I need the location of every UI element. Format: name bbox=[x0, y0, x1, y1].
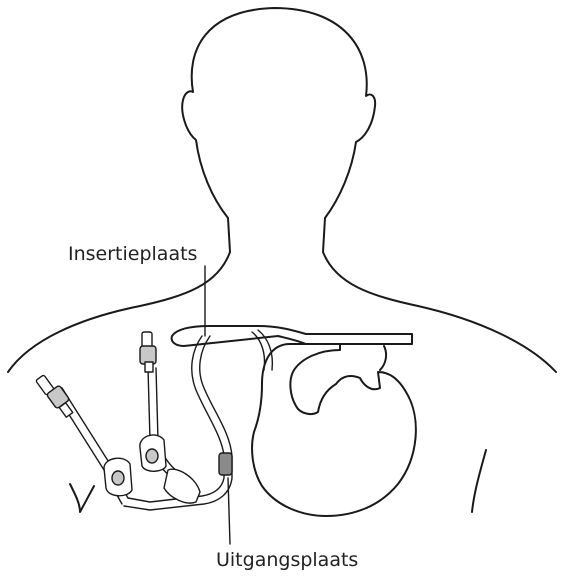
heart-outline bbox=[252, 344, 416, 516]
connector-upper-neck bbox=[145, 362, 153, 372]
exit-site-label: Uitgangsplaats bbox=[216, 549, 358, 571]
insertion-site-label: Insertieplaats bbox=[68, 243, 197, 265]
heart-inner-detail bbox=[380, 346, 386, 370]
clamp-upper-detail bbox=[146, 449, 158, 463]
body-outline bbox=[8, 8, 556, 372]
exit-cuff bbox=[219, 453, 232, 475]
clamp-lower-detail bbox=[112, 471, 124, 485]
left-arm-line bbox=[70, 484, 94, 512]
right-arm-line bbox=[472, 450, 486, 512]
junction-hub bbox=[164, 469, 200, 503]
